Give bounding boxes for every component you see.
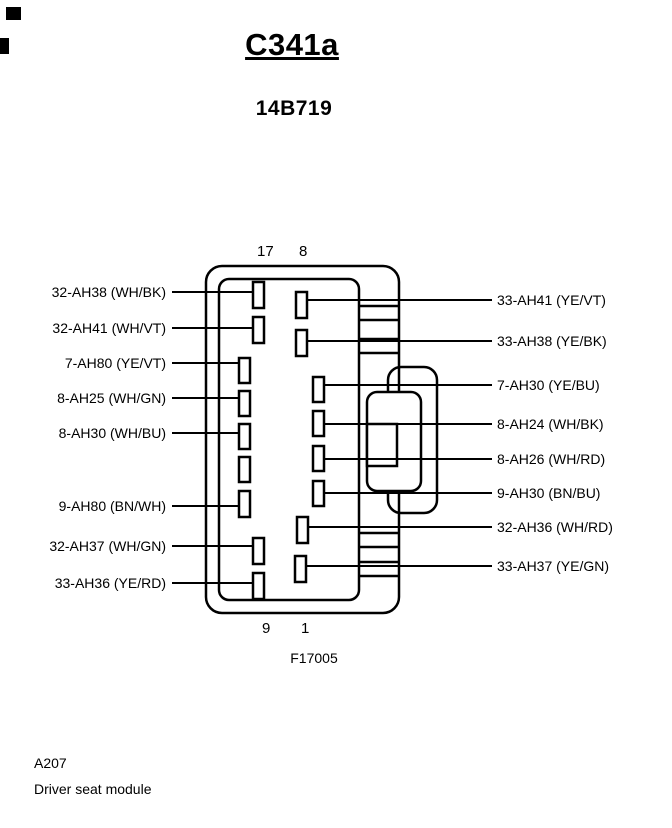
connector-id: A207 — [34, 755, 67, 771]
connector-pin — [311, 479, 326, 508]
connector-title: C341a — [245, 27, 339, 62]
connector-pin — [311, 409, 326, 438]
figure-number: F17005 — [290, 650, 338, 666]
wire-label: 33-AH38 (YE/BK) — [497, 333, 607, 349]
wire-label: 8-AH25 (WH/GN) — [57, 390, 166, 406]
wire-label: 7-AH80 (YE/VT) — [64, 355, 166, 371]
connector-pin — [251, 536, 266, 566]
wire-label: 8-AH30 (WH/BU) — [58, 425, 166, 441]
connector-pin — [311, 444, 326, 473]
wire-label: 9-AH80 (BN/WH) — [58, 498, 166, 514]
wire-label: 32-AH36 (WH/RD) — [497, 519, 613, 535]
connector-pin — [294, 290, 309, 320]
connector-pin — [237, 455, 252, 484]
print-artifact — [6, 7, 21, 20]
wire-label: 32-AH41 (WH/VT) — [52, 320, 166, 336]
connector-pin — [251, 571, 266, 601]
pin-number-bottom-left: 9 — [262, 620, 271, 637]
wire-label: 32-AH38 (WH/BK) — [51, 284, 166, 300]
connector-pin — [251, 315, 266, 345]
connector-pin — [237, 422, 252, 451]
wire-label: 7-AH30 (YE/BU) — [497, 377, 600, 393]
connector-pin — [295, 515, 310, 545]
wire-label: 33-AH37 (YE/GN) — [497, 558, 610, 574]
wire-label: 32-AH37 (WH/GN) — [49, 538, 166, 554]
component-name: Driver seat module — [34, 781, 152, 797]
connector-pin — [237, 389, 252, 418]
pin-number-top-left: 17 — [257, 243, 274, 260]
wire-label: 33-AH36 (YE/RD) — [54, 575, 166, 591]
pin-number-top-right: 8 — [299, 243, 308, 260]
connector-pin — [237, 356, 252, 385]
pin-number-bottom-right: 1 — [301, 620, 310, 637]
connector-pin — [294, 328, 309, 358]
leader-lines — [172, 291, 492, 584]
connector-pin — [311, 375, 326, 404]
connector-pin — [293, 554, 308, 584]
connector-pin — [237, 489, 252, 519]
wire-label: 9-AH30 (BN/BU) — [497, 485, 601, 501]
connector-pin — [251, 280, 266, 310]
print-artifact — [0, 38, 9, 54]
wire-label: 8-AH24 (WH/BK) — [497, 416, 604, 432]
connector-inner-outline — [217, 277, 361, 602]
wire-label: 8-AH26 (WH/RD) — [497, 451, 606, 467]
wire-label: 33-AH41 (YE/VT) — [497, 292, 606, 308]
connector-pins — [237, 280, 326, 601]
part-number: 14B719 — [255, 97, 333, 120]
